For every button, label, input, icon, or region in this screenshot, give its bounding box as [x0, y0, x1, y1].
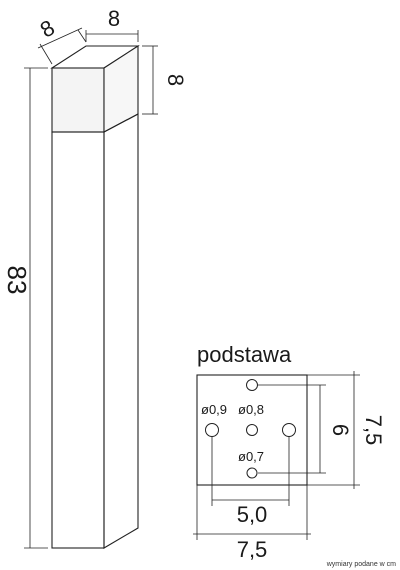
depth-label: 8: [36, 15, 59, 43]
width-label: 8: [108, 6, 120, 31]
depth-dimension: [37, 27, 87, 65]
hole-top: [246, 379, 258, 391]
hole-large-label: ø0,9: [201, 402, 227, 417]
total-height-label: 83: [2, 266, 32, 295]
post-head-front: [51, 67, 105, 133]
width-dimension: [85, 30, 139, 42]
base-width-label: 7,5: [237, 537, 268, 562]
mounting-holes: [205, 379, 296, 479]
hole-spacing-vertical-label: 6: [328, 424, 353, 436]
hole-center: [246, 424, 258, 436]
head-height-label: 8: [163, 74, 188, 86]
total-height-dimension: [24, 67, 48, 549]
hole-left: [205, 423, 219, 437]
base-height-label: 7,5: [361, 415, 386, 446]
post-body-front: [51, 131, 105, 549]
base-title: podstawa: [197, 342, 292, 367]
post-body-side: [103, 113, 139, 549]
hole-bottom: [246, 467, 258, 479]
units-footnote: wymiary podane w cm: [326, 561, 396, 568]
hole-small-label: ø0,7: [238, 449, 264, 464]
hole-right: [282, 423, 296, 437]
base-width-dimension: [193, 485, 311, 540]
hole-center-label: ø0,8: [238, 402, 264, 417]
hole-spacing-vertical-dimension: [258, 384, 326, 474]
head-height-dimension: [142, 45, 158, 115]
post-head-side: [103, 44, 139, 133]
base-plate: [196, 374, 308, 486]
lamp-post: [50, 44, 140, 549]
base-height-dimension: [307, 371, 360, 489]
hole-spacing-horizontal-dimension: [211, 437, 290, 506]
hole-spacing-horizontal-label: 5,0: [237, 502, 268, 527]
